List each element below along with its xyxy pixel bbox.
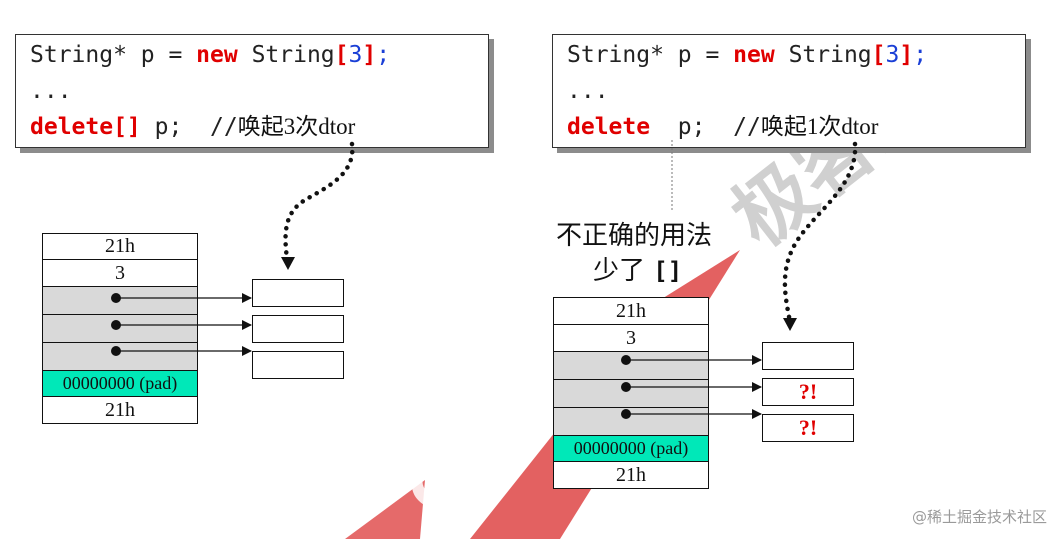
right-dtor-dotted-arrow bbox=[782, 141, 858, 325]
right-dtor-arrowhead bbox=[783, 318, 797, 331]
left-code-line-1: String* p = new String[3]; bbox=[30, 42, 391, 68]
left-object-3 bbox=[252, 351, 344, 379]
left-cookie-bottom: 21h bbox=[42, 396, 198, 424]
left-pointers bbox=[111, 293, 252, 356]
left-object-2 bbox=[252, 315, 344, 343]
left-code-line-3: delete[] p; //唤起3次dtor bbox=[30, 114, 356, 140]
left-code-line-2: ... bbox=[30, 78, 72, 104]
left-dtor-dotted-arrow bbox=[283, 141, 355, 269]
right-code-line-3: delete p; //唤起1次dtor bbox=[567, 114, 879, 140]
left-slot-2 bbox=[42, 314, 198, 343]
right-code-box: String* p = new String[3]; ... delete p;… bbox=[552, 34, 1026, 148]
left-dtor-arrowhead bbox=[281, 257, 295, 270]
right-code-line-2: ... bbox=[567, 78, 609, 104]
right-pad: 00000000 (pad) bbox=[553, 435, 709, 462]
right-pointers bbox=[621, 355, 762, 419]
credit-text: @稀土掘金技术社区 bbox=[911, 508, 1047, 526]
note-incorrect-usage: 不正确的用法 bbox=[556, 221, 713, 251]
right-object-3: ?! bbox=[762, 414, 854, 442]
right-cookie-top: 21h bbox=[553, 297, 709, 325]
right-object-1 bbox=[762, 342, 854, 370]
left-object-1 bbox=[252, 279, 344, 307]
right-slot-1 bbox=[553, 351, 709, 380]
right-cookie-bottom: 21h bbox=[553, 461, 709, 489]
right-object-2: ?! bbox=[762, 378, 854, 406]
left-code-box: String* p = new String[3]; ... delete[] … bbox=[15, 34, 489, 148]
note-missing-brackets: 少了 [] bbox=[593, 256, 683, 286]
right-code-line-1: String* p = new String[3]; bbox=[567, 42, 928, 68]
watermark-logo-mark bbox=[345, 480, 425, 539]
